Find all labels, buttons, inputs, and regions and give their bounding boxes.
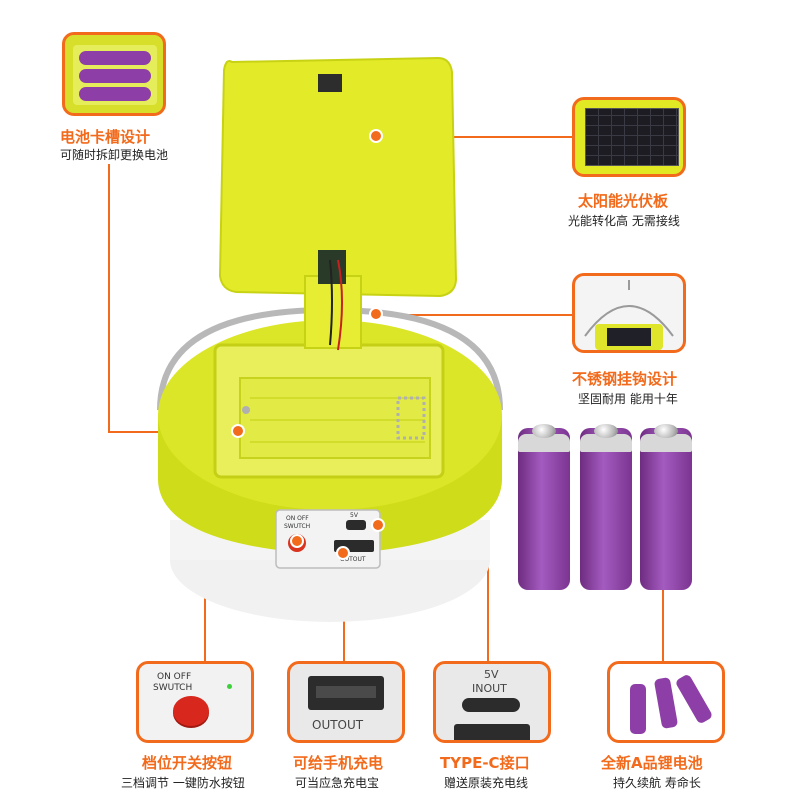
battery-slot-thumbnail [62,32,166,116]
typec-title: TYPE-C接口 [440,754,530,772]
battery-thumb-cell [79,69,151,83]
batteries-subtitle: 持久续航 寿命长 [613,776,701,790]
usb-out-subtitle: 可当应急充电宝 [295,776,380,790]
usb-port-tongue [316,686,376,698]
battery-slot-subtitle: 可随时拆卸更换电池 [60,148,169,162]
usb-thumb-label: OUTOUT [312,718,364,732]
typec-lower-port-image [454,724,530,740]
usb-out-title: 可给手机充电 [293,754,384,772]
marker-dot [369,307,383,321]
connector-line [376,314,574,316]
marker-dot [231,424,245,438]
battery-cell [518,424,570,590]
battery-thumb-cell [653,676,679,730]
switch-thumb-on-off-label: ON OFF [157,672,192,682]
typec-subtitle: 赠送原装充电线 [444,776,529,790]
battery-cell [640,424,692,590]
batteries-title: 全新A品锂电池 [601,754,703,772]
connector-line [487,525,489,661]
typec-thumbnail: 5V INOUT [433,661,551,743]
connector-line [204,541,206,661]
hook-title: 不锈钢挂钩设计 [572,370,678,388]
battery-thumb-cell [79,87,151,101]
marker-dot [336,546,350,560]
typec-5v-label: 5V [484,668,499,681]
typec-inout-label: INOUT [472,682,507,695]
solar-panel-thumbnail [572,97,686,177]
battery-slot-title: 电池卡槽设计 [60,128,151,146]
usb-thumbnail: OUTOUT [287,661,405,743]
batteries-thumbnail [607,661,725,743]
panel-on-off-label: ON OFF [286,515,309,522]
panel-switch-label: SWUTCH [284,523,311,530]
hook-image [584,280,674,350]
hook-thumbnail [572,273,686,353]
battery-thumb-image [73,45,157,105]
panel-5v-label: 5V [350,512,358,519]
usb-port-image [308,676,384,710]
switch-thumb-switch-label: SWUTCH [153,683,193,693]
panel-outout-label: OUTOUT [340,556,366,563]
marker-dot [290,534,304,548]
connector-line [108,164,110,432]
solar-panel-title: 太阳能光伏板 [578,192,669,210]
solar-panel-subtitle: 光能转化高 无需接线 [568,214,680,228]
switch-thumbnail: ON OFF SWUTCH [136,661,254,743]
battery-cell [580,424,632,590]
battery-thumb-cell [79,51,151,65]
marker-dot [369,129,383,143]
typec-port-image [462,698,520,712]
battery-thumb-cell [630,684,646,734]
hook-subtitle: 坚固耐用 能用十年 [578,392,678,406]
switch-subtitle: 三档调节 一键防水按钮 [121,776,245,790]
switch-thumb-led [227,684,232,689]
solar-panel-image [585,108,679,166]
connector-line [662,585,664,661]
connector-line [376,136,574,138]
lamp-illustration [157,56,503,622]
battery-thumb-cell [674,673,714,725]
marker-dot [371,518,385,532]
switch-title: 档位开关按钮 [142,754,233,772]
switch-thumb-button [173,696,209,726]
